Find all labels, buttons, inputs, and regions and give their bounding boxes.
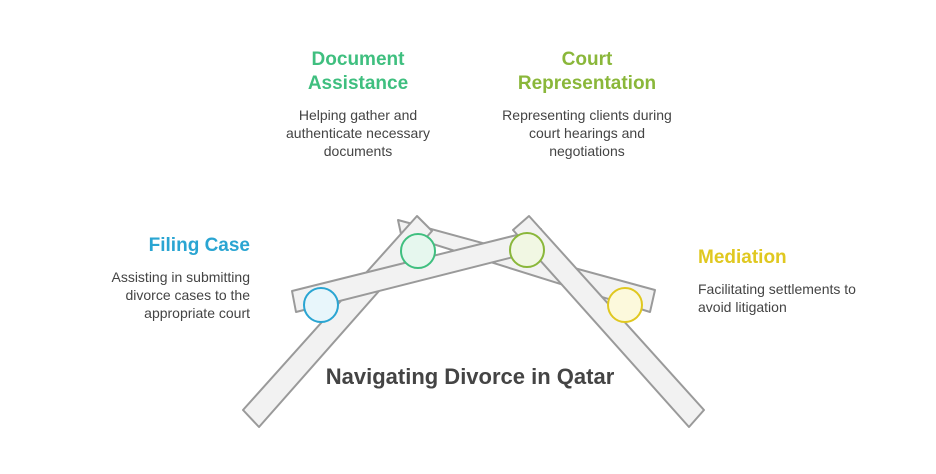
step-mediation-description: Facilitating settlements to avoid litiga… <box>698 281 856 315</box>
step-document: Document Assistance Helping gather and a… <box>268 48 448 160</box>
diagram-title: Navigating Divorce in Qatar <box>325 364 615 389</box>
step-court-title: Court Representation <box>517 49 657 94</box>
step-filing-title: Filing Case <box>148 235 250 256</box>
node-document <box>400 233 436 269</box>
step-mediation: Mediation Facilitating settlements to av… <box>698 246 868 316</box>
step-document-title: Document Assistance <box>307 49 409 94</box>
step-document-description: Helping gather and authenticate necessar… <box>286 107 430 159</box>
node-mediation <box>607 287 643 323</box>
node-court <box>509 232 545 268</box>
step-court: Court Representation Representing client… <box>497 48 677 160</box>
step-mediation-title: Mediation <box>698 247 787 268</box>
step-court-description: Representing clients during court hearin… <box>502 107 672 159</box>
step-filing-description: Assisting in submitting divorce cases to… <box>111 269 250 321</box>
step-filing: Filing Case Assisting in submitting divo… <box>86 234 250 322</box>
node-filing <box>303 287 339 323</box>
bar-right-leg <box>512 215 705 428</box>
